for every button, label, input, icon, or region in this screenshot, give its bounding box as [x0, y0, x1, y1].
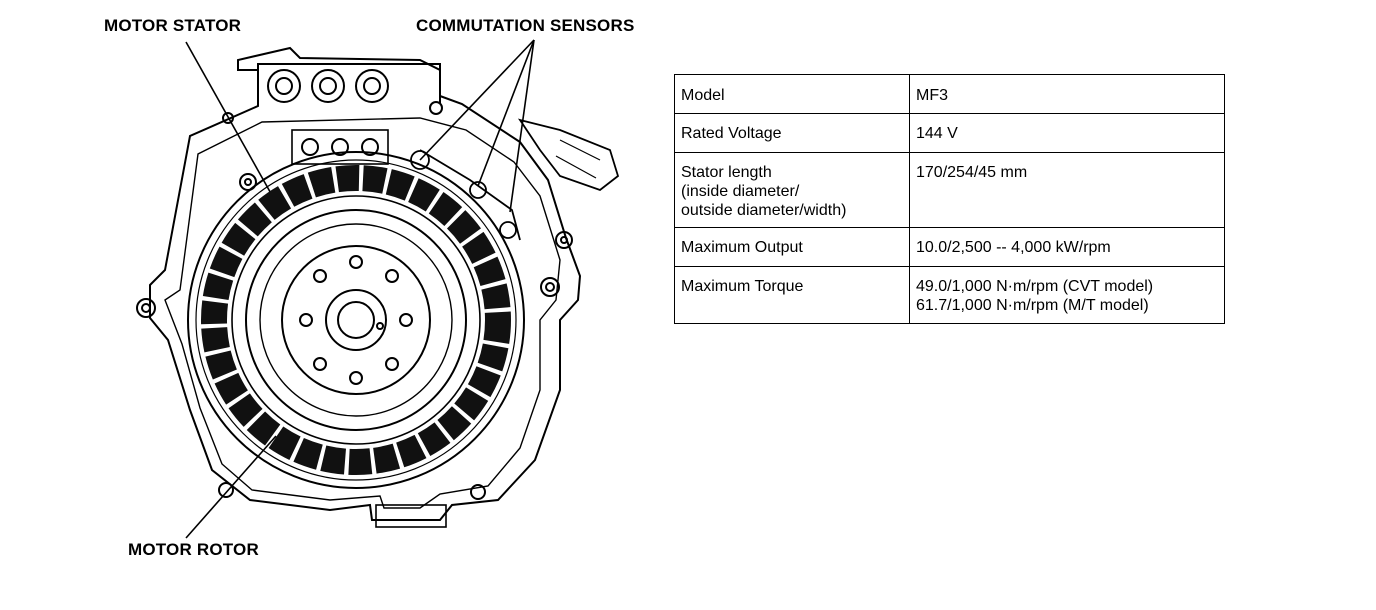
spec-label-rated-voltage: Rated Voltage [674, 113, 910, 153]
spec-label-maximum-output: Maximum Output [674, 227, 910, 267]
spec-value-stator-length: 170/254/45 mm [909, 152, 1225, 228]
motor-illustration [136, 39, 620, 539]
motor-stator [187, 151, 525, 489]
label-commutation-sensors: COMMUTATION SENSORS [416, 16, 635, 35]
spec-value-maximum-output: 10.0/2,500 -- 4,000 kW/rpm [909, 227, 1225, 267]
label-motor-rotor: MOTOR ROTOR [128, 540, 259, 559]
spec-value-maximum-torque: 49.0/1,000 N·m/rpm (CVT model) 61.7/1,00… [909, 266, 1225, 324]
table-row: Maximum Torque 49.0/1,000 N·m/rpm (CVT m… [674, 266, 1225, 324]
commutation-sensor-assembly [410, 118, 620, 241]
table-row: Model MF3 [674, 74, 1225, 114]
spec-value-model: MF3 [909, 74, 1225, 114]
spec-label-stator-length: Stator length (inside diameter/ outside … [674, 152, 910, 228]
spec-value-rated-voltage: 144 V [909, 113, 1225, 153]
transmission-housing [136, 46, 582, 521]
spec-label-maximum-torque: Maximum Torque [674, 266, 910, 324]
table-row: Maximum Output 10.0/2,500 -- 4,000 kW/rp… [674, 227, 1225, 267]
motor-spec-table: Model MF3 Rated Voltage 144 V Stator len… [674, 74, 1225, 324]
spec-label-model: Model [674, 74, 910, 114]
leader-lines [185, 39, 535, 539]
table-row: Stator length (inside diameter/ outside … [674, 152, 1225, 228]
motor-rotor [245, 209, 467, 431]
terminal-block [257, 63, 447, 528]
label-motor-stator: MOTOR STATOR [104, 16, 242, 35]
table-row: Rated Voltage 144 V [674, 113, 1225, 153]
